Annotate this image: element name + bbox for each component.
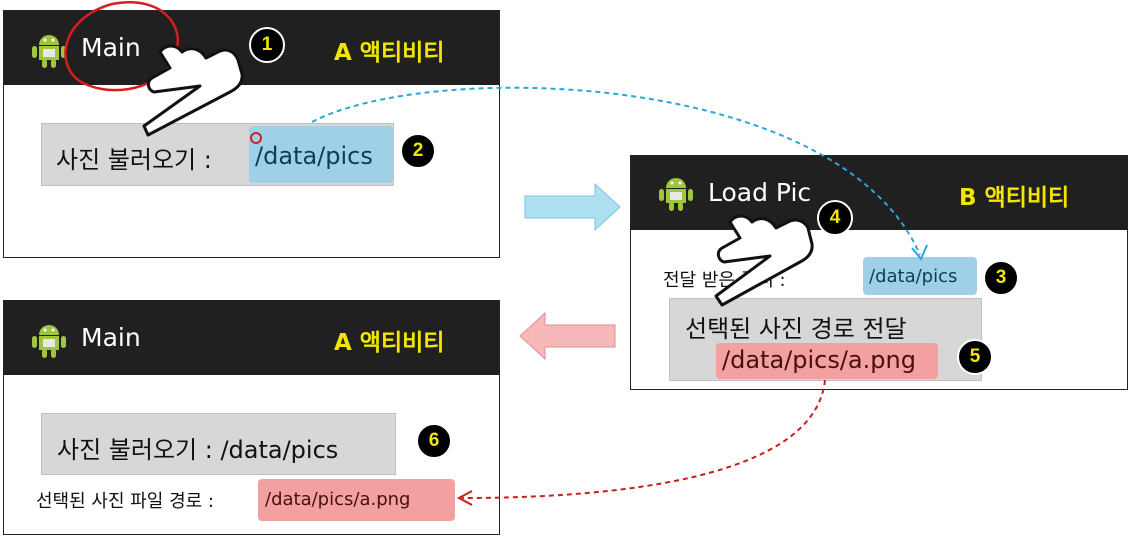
android-icon <box>659 178 693 211</box>
activity-a-tag: A 액티비티 <box>334 40 445 66</box>
activity-b-tag: B 액티비티 <box>959 185 1070 211</box>
activity-a-return-title: Main <box>81 323 141 352</box>
activity-a-return-panel: Main A 액티비티 사진 불러오기 : /data/pics 선택된 사진 … <box>3 300 500 535</box>
activity-b-panel: Load Pic B 액티비티 전달 받은 폴더 : /data/pics 선택… <box>630 155 1128 390</box>
load-photo-path-chip: /data/pics <box>249 126 393 183</box>
step-3-badge: 3 <box>983 260 1019 296</box>
step-5-badge: 5 <box>957 339 993 375</box>
send-selected-path-label: 선택된 사진 경로 전달 <box>685 315 907 343</box>
red-dashed-connector <box>461 379 826 499</box>
back-arrow-icon <box>519 311 616 361</box>
step-6-badge: 6 <box>416 423 452 459</box>
activity-a-return-tag: A 액티비티 <box>334 330 445 356</box>
activity-b-title-bar: Load Pic B 액티비티 <box>631 156 1127 230</box>
step-4-badge: 4 <box>817 200 853 236</box>
load-photo-button-return[interactable]: 사진 불러오기 : /data/pics <box>41 413 396 475</box>
selected-file-path-label: 선택된 사진 파일 경로 : <box>36 491 214 512</box>
android-icon <box>32 35 66 68</box>
load-photo-button-label: 사진 불러오기 : <box>56 146 212 174</box>
received-folder-chip: /data/pics <box>863 257 977 295</box>
activity-a-return-title-bar: Main A 액티비티 <box>4 301 499 375</box>
selected-file-path-chip: /data/pics/a.png <box>258 479 455 521</box>
activity-b-title: Load Pic <box>708 178 812 207</box>
activity-a-title: Main <box>81 33 141 62</box>
load-photo-button[interactable]: 사진 불러오기 : /data/pics <box>41 123 394 186</box>
received-folder-label: 전달 받은 폴더 : <box>663 270 786 291</box>
forward-arrow-icon <box>524 182 621 232</box>
selected-photo-path-chip: /data/pics/a.png <box>716 343 938 379</box>
step-1-badge: 1 <box>249 27 285 63</box>
android-icon <box>32 325 66 358</box>
send-selected-path-button[interactable]: 선택된 사진 경로 전달 /data/pics/a.png <box>669 298 982 381</box>
step-2-badge: 2 <box>400 133 436 169</box>
